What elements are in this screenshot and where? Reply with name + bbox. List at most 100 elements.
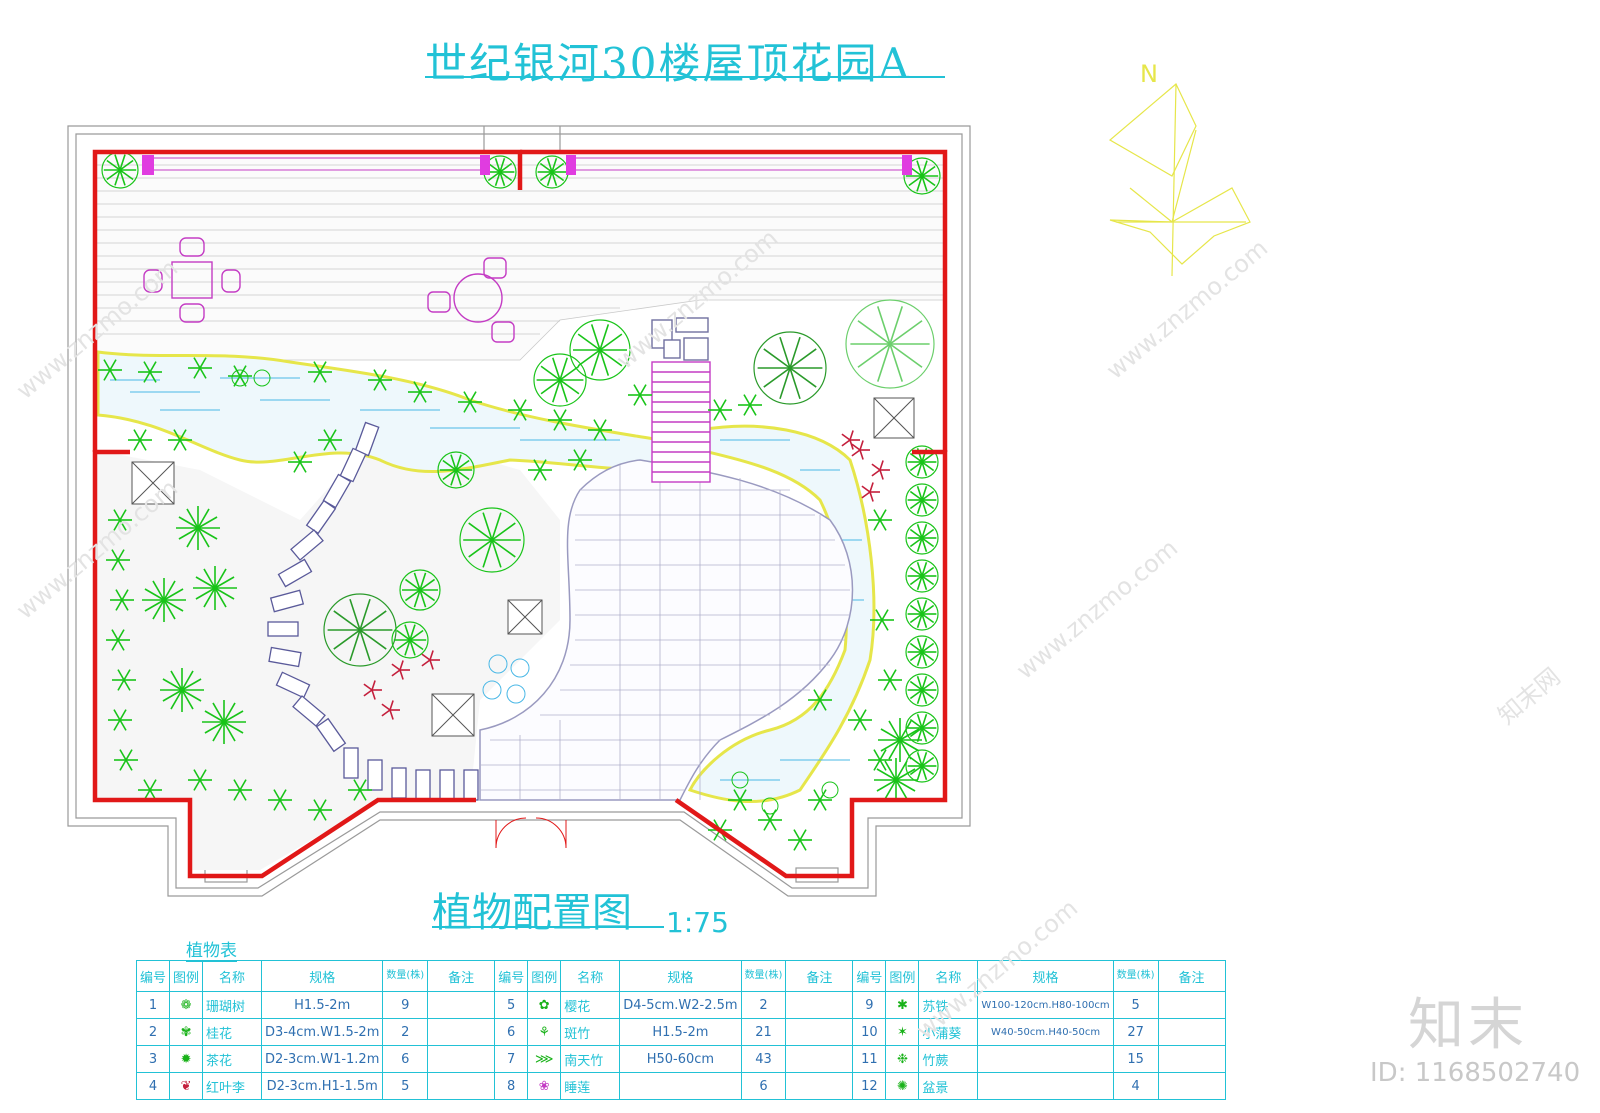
header-qty: 数量(株) — [382, 960, 429, 992]
plant-symbol-icon — [907, 600, 937, 628]
plant-symbol-icon — [548, 409, 572, 431]
plant-symbol-icon — [878, 718, 922, 762]
plant-qty: 21 — [740, 1018, 787, 1046]
plant-symbol-icon — [188, 769, 212, 791]
plant-symbol-icon — [103, 154, 137, 186]
tree-canopy-icon — [905, 559, 939, 593]
wood-deck — [94, 151, 946, 361]
plant-symbol-icon — [868, 509, 892, 531]
plant-symbol-icon — [268, 789, 292, 811]
tree-canopy-icon — [753, 331, 827, 405]
plant-no: 6 — [494, 1018, 529, 1046]
plant-symbol-icon — [202, 700, 246, 744]
scale-label: 1:75 — [666, 906, 729, 939]
tree-canopy-icon — [323, 593, 397, 667]
plant-spec — [977, 1072, 1114, 1100]
plant-symbol-icon — [757, 336, 823, 400]
plant-symbol-icon — [421, 650, 440, 670]
plant-spec: H50-60cm — [619, 1045, 742, 1073]
header-symbol: 图例 — [885, 960, 920, 992]
plant-qty: 5 — [1112, 991, 1159, 1019]
plant-spec: W100-120cm.H80-100cm — [977, 991, 1114, 1019]
stepping-stones-top — [651, 317, 709, 361]
header-no: 编号 — [494, 960, 529, 992]
plant-symbol-icon — [758, 809, 782, 831]
plant-symbol-icon — [128, 429, 152, 451]
plant-spec: D3-4cm.W1.5-2m — [261, 1018, 384, 1046]
plant-symbol-icon — [878, 669, 902, 691]
plant-symbol-icon — [463, 512, 521, 568]
plant-no: 3 — [135, 1045, 171, 1073]
plant-symbol-icon — [738, 394, 762, 416]
table-header-row: 编号 图例 名称 规格 数量(株) 备注 编号 图例 名称 规格 数量(株) 备… — [135, 960, 1226, 992]
plant-name: 茶花 — [202, 1045, 263, 1073]
plant-symbol-icon — [870, 609, 894, 631]
red-wall-outline — [92, 149, 948, 879]
plant-symbol-icon — [851, 440, 870, 460]
plant-symbol-icon — [508, 399, 532, 421]
water-lily-icon — [821, 781, 839, 799]
plant-qty: 2 — [382, 1018, 429, 1046]
plant-symbol-icon — [193, 566, 237, 610]
subtitle-underline — [432, 926, 664, 928]
plant-symbol-icon: ❉ — [885, 1045, 920, 1073]
plant-no: 1 — [135, 991, 171, 1019]
plant-symbol-icon — [907, 524, 937, 552]
tree-canopy-icon — [905, 521, 939, 555]
plant-symbol-icon: ❁ — [169, 991, 204, 1019]
plant-symbol-icon — [861, 482, 880, 502]
water-lines — [110, 377, 864, 781]
plant-symbol-icon — [363, 680, 382, 700]
plant-table: 编号 图例 名称 规格 数量(株) 备注 编号 图例 名称 规格 数量(株) 备… — [135, 960, 1226, 1100]
plant-symbol-icon: ❦ — [169, 1072, 204, 1100]
plant-name: 桂花 — [202, 1018, 263, 1046]
plant-symbol-icon — [874, 758, 918, 802]
plant-note — [1157, 1045, 1226, 1073]
plant-symbol-icon — [138, 361, 162, 383]
plant-note — [785, 1045, 854, 1073]
header-note: 备注 — [785, 960, 854, 992]
stone-circle-icon — [482, 680, 502, 700]
plant-qty: 5 — [382, 1072, 429, 1100]
plant-symbol-icon — [907, 676, 937, 704]
plant-symbol-icon — [308, 799, 332, 821]
plant-spec: D2-3cm.W1-1.2m — [261, 1045, 384, 1073]
plant-symbol-icon: ⋙ — [527, 1045, 562, 1073]
stone-paving — [479, 459, 854, 801]
plant-symbol-icon — [848, 709, 872, 731]
tree-canopy-icon — [391, 621, 429, 659]
plant-symbol-icon — [728, 789, 752, 811]
plant-symbol-icon — [318, 429, 342, 451]
plant-symbol-icon — [907, 638, 937, 666]
plant-spec: W40-50cm.H40-50cm — [977, 1018, 1114, 1046]
plant-name: 竹蕨 — [918, 1045, 979, 1073]
plant-name: 斑竹 — [560, 1018, 621, 1046]
plant-symbol-icon — [808, 789, 832, 811]
header-symbol: 图例 — [527, 960, 562, 992]
water-lily-icon — [731, 771, 749, 789]
tree-canopy-icon — [845, 299, 935, 389]
plant-symbol-icon — [788, 829, 812, 851]
tree-canopy-icon — [533, 353, 587, 407]
plant-name: 盆景 — [918, 1072, 979, 1100]
plant-symbol-icon — [907, 448, 937, 476]
plant-symbol-icon — [391, 660, 410, 680]
north-label: N — [1140, 60, 1158, 88]
header-qty: 数量(株) — [740, 960, 787, 992]
table-caption: 植物表 — [186, 936, 237, 962]
plant-no: 11 — [852, 1045, 887, 1073]
plant-symbol-icon — [485, 158, 515, 186]
plant-symbol-icon — [108, 509, 132, 531]
stone-circle-icon — [488, 654, 508, 674]
header-no: 编号 — [852, 960, 887, 992]
plant-note — [427, 1018, 496, 1046]
water-lily-icon — [231, 369, 249, 387]
plant-name: 珊瑚树 — [202, 991, 263, 1019]
plant-symbol-icon: ⚘ — [527, 1018, 562, 1046]
plant-name: 苏铁 — [918, 991, 979, 1019]
watermark-logo: 知末 — [1408, 993, 1528, 1058]
plant-name: 南天竹 — [560, 1045, 621, 1073]
plant-note — [785, 1018, 854, 1046]
plant-qty: 27 — [1112, 1018, 1159, 1046]
tree-canopy-icon — [905, 445, 939, 479]
